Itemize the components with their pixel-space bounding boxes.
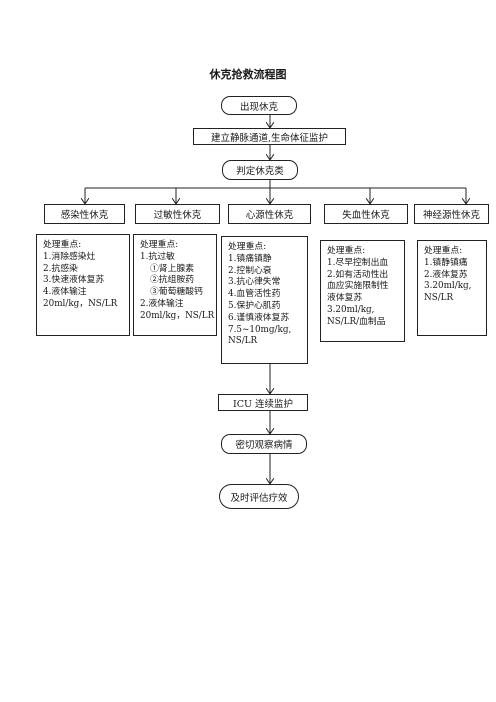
- detail-neurogenic: 处理重点: 1.镇静镇痛 2.液体复苏 3.20ml/kg, NS/LR: [417, 240, 487, 336]
- detail-line: NS/LR/血制品: [327, 316, 386, 327]
- type-anaphylactic-shock: 过敏性休克: [135, 204, 220, 224]
- detail-line: 7.5~10mg/kg,: [228, 324, 292, 335]
- step-observe-condition: 密切观察病情: [221, 434, 307, 454]
- step-onset: 出现休克: [221, 96, 297, 115]
- type-hemorrhagic-shock: 失血性休克: [324, 204, 408, 224]
- detail-line: 3.20ml/kg,: [327, 304, 375, 315]
- detail-line: ①肾上腺素: [150, 263, 194, 274]
- detail-anaphylactic: 处理重点: 1.抗过敏 ①肾上腺素 ②抗组胺药 ③葡萄糖酸钙 2.液体输注 20…: [133, 234, 217, 336]
- detail-line: 2.抗感染: [43, 263, 78, 274]
- detail-cardiogenic: 处理重点: 1.镇痛镇静 2.控制心衰 3.抗心律失常 4.血管活性药 5.保护…: [221, 236, 308, 364]
- detail-line: 1.镇痛镇静: [228, 253, 272, 264]
- detail-line: 2.如有活动性出: [327, 269, 389, 280]
- step-establish-access: 建立静脉通道,生命体征监护: [193, 128, 346, 145]
- detail-line: 2.控制心衰: [228, 265, 272, 276]
- detail-line: 3.抗心律失常: [228, 277, 281, 288]
- detail-line: ②抗组胺药: [150, 275, 194, 286]
- detail-line: 6.谨慎液体复苏: [228, 312, 290, 323]
- detail-hemorrhagic: 处理重点: 1.尽早控制出血 2.如有活动性出 血应实施限制性 液体复苏 3.2…: [320, 240, 405, 342]
- detail-line: 20ml/kg，NS/LR: [140, 310, 215, 321]
- detail-infectious: 处理重点: 1.消除感染灶 2.抗感染 3.快速液体复苏 4.液体输注 20ml…: [36, 234, 130, 336]
- detail-line: 液体复苏: [327, 293, 363, 304]
- step-icu-monitoring: ICU 连续监护: [218, 394, 308, 411]
- detail-line: NS/LR: [424, 293, 454, 304]
- detail-line: 2.液体复苏: [424, 269, 468, 280]
- detail-line: NS/LR: [228, 336, 258, 347]
- detail-line: 20ml/kg，NS/LR: [43, 298, 118, 309]
- detail-line: 4.液体输注: [43, 287, 87, 298]
- detail-heading: 处理重点:: [424, 246, 463, 256]
- detail-line: 3.20ml/kg,: [424, 281, 472, 292]
- detail-line: 1.抗过敏: [140, 251, 175, 262]
- detail-line: 血应实施限制性: [327, 281, 389, 292]
- detail-heading: 处理重点:: [43, 240, 82, 250]
- type-neurogenic-shock: 神经源性休克: [414, 204, 489, 224]
- step-evaluate-efficacy: 及时评估疗效: [219, 484, 299, 509]
- type-infectious-shock: 感染性休克: [44, 204, 125, 224]
- step-determine-type: 判定休克类: [222, 160, 298, 180]
- detail-line: 2.液体输注: [140, 298, 184, 309]
- detail-heading: 处理重点:: [140, 240, 179, 250]
- detail-line: 3.快速液体复苏: [43, 275, 105, 286]
- page-title: 休克抢救流程图: [209, 68, 287, 81]
- detail-line: 1.消除感染灶: [43, 251, 96, 262]
- type-cardiogenic-shock: 心源性休克: [228, 204, 311, 224]
- detail-line: ③葡萄糖酸钙: [150, 287, 203, 298]
- detail-heading: 处理重点:: [327, 246, 366, 256]
- detail-line: 4.血管活性药: [228, 289, 281, 300]
- detail-line: 1.尽早控制出血: [327, 257, 389, 268]
- detail-heading: 处理重点:: [228, 242, 267, 252]
- detail-line: 5.保护心肌药: [228, 300, 281, 311]
- detail-line: 1.镇静镇痛: [424, 257, 468, 268]
